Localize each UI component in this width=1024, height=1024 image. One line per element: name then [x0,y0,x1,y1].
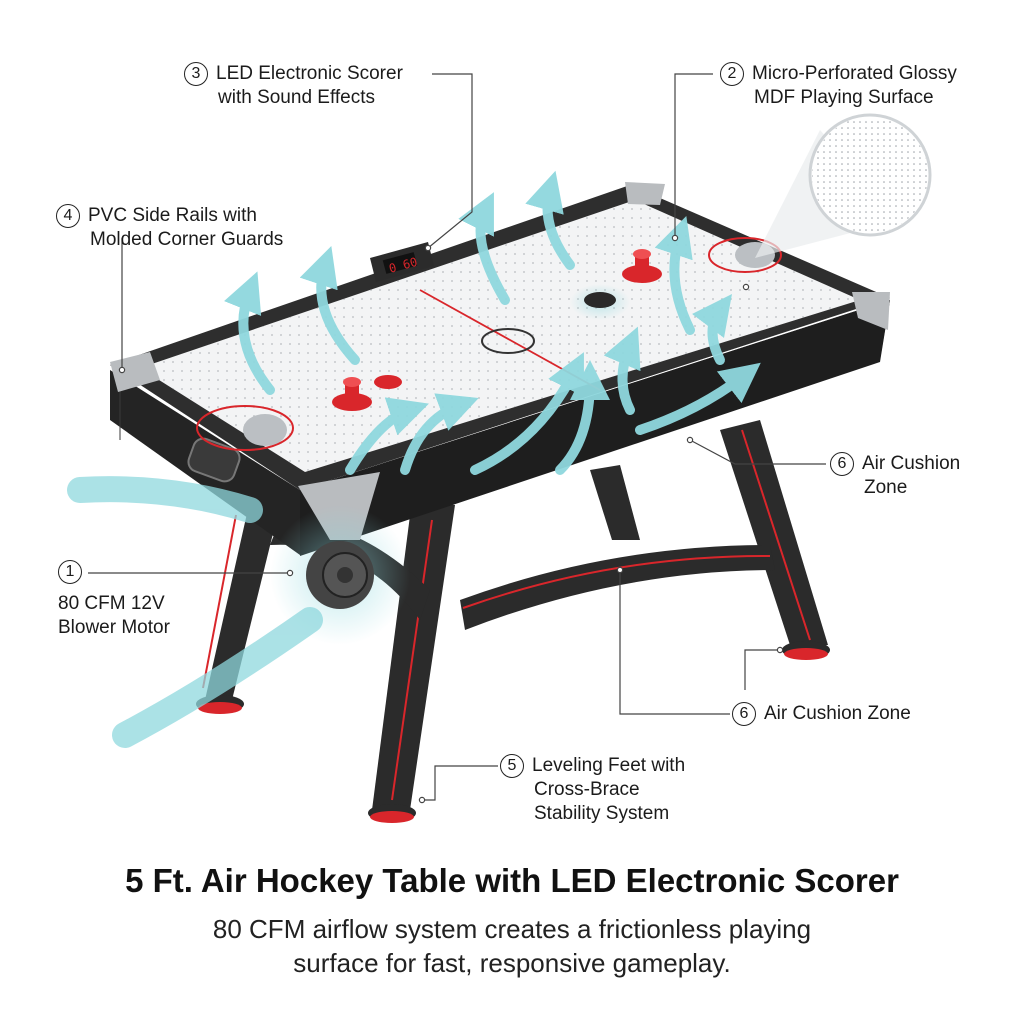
callout-text: Stability System [500,802,685,826]
callout-number: 4 [56,204,80,228]
product-title: 5 Ft. Air Hockey Table with LED Electron… [0,862,1024,900]
callout-air-cushion-upper: 6 Air Cushion Zone [830,452,960,500]
callout-number: 5 [500,754,524,778]
callout-text: 80 CFM 12V [58,592,170,616]
callout-text: MDF Playing Surface [720,86,957,110]
callout-text: Zone [830,476,960,500]
callout-text: Blower Motor [58,616,170,640]
callout-air-cushion-lower: 6 Air Cushion Zone [732,702,911,726]
product-subtitle: 80 CFM airflow system creates a friction… [0,912,1024,980]
callout-scorer: 3 LED Electronic Scorer with Sound Effect… [184,62,403,110]
callout-text: with Sound Effects [184,86,403,110]
callout-text: Air Cushion [862,453,960,474]
callout-text: Cross-Brace [500,778,685,802]
callout-text: Molded Corner Guards [56,228,283,252]
callout-number: 2 [720,62,744,86]
callout-text: PVC Side Rails with [88,205,257,226]
callout-number: 6 [830,452,854,476]
callout-text: Micro-Perforated Glossy [752,63,957,84]
callout-text: LED Electronic Scorer [216,63,403,84]
subtitle-line: 80 CFM airflow system creates a friction… [0,912,1024,946]
callout-playing-surface: 2 Micro-Perforated Glossy MDF Playing Sur… [720,62,957,110]
surface-magnifier [755,115,930,258]
callout-leveling-feet: 5 Leveling Feet with Cross-Brace Stabilit… [500,754,685,826]
callout-blower-motor: 1 80 CFM 12V Blower Motor [58,560,170,640]
callout-number: 1 [58,560,82,584]
callout-number: 3 [184,62,208,86]
callout-number: 6 [732,702,756,726]
callout-side-rails: 4 PVC Side Rails with Molded Corner Guard… [56,204,283,252]
callout-text: Air Cushion Zone [764,703,911,724]
callout-text: Leveling Feet with [532,755,685,776]
subtitle-line: surface for fast, responsive gameplay. [0,946,1024,980]
